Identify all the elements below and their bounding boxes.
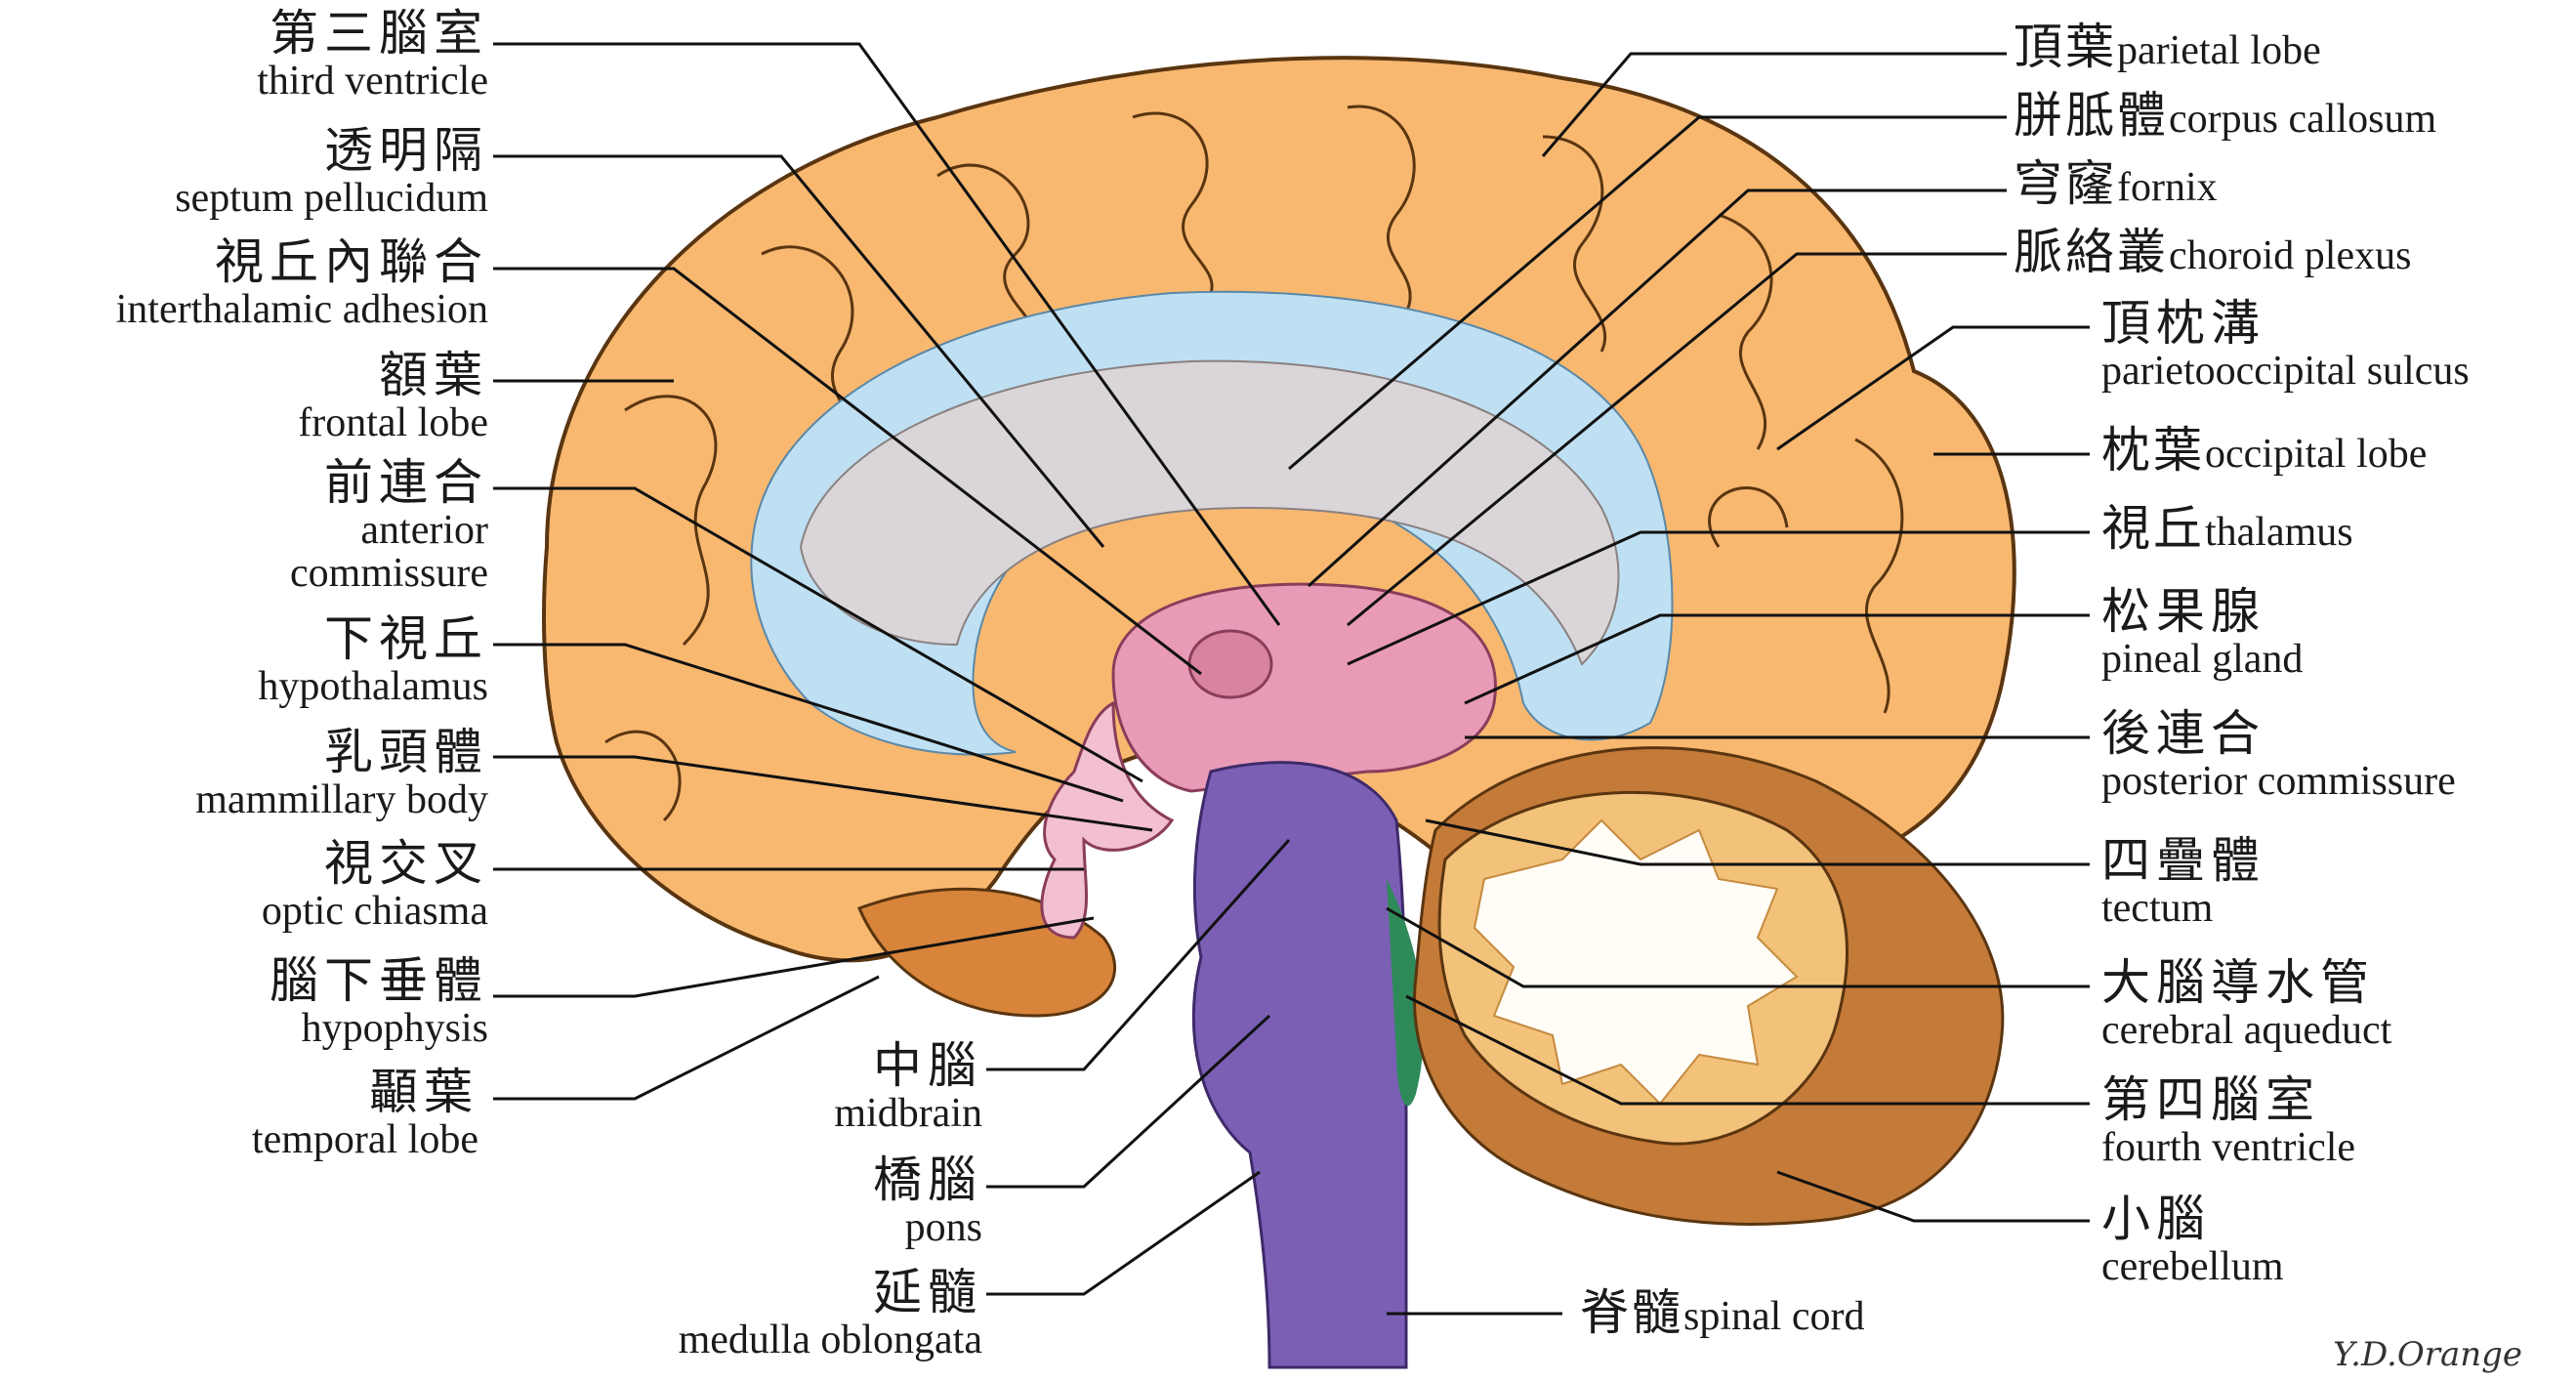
occipital-lobe-zh: 枕葉 <box>2101 422 2205 479</box>
optic-chiasma-en: optic chiasma <box>262 890 488 933</box>
third-ventricle-zh: 第三腦室 <box>257 8 488 60</box>
label-parietooccipital-sulcus: 頂枕溝 parietooccipital sulcus <box>2101 298 2470 393</box>
label-optic-chiasma: 視交叉 optic chiasma <box>262 838 488 933</box>
hypothalamus-en: hypothalamus <box>258 665 488 708</box>
label-cerebellum: 小腦 cerebellum <box>2101 1194 2284 1288</box>
cerebral-aqueduct-zh: 大腦導水管 <box>2101 957 2391 1009</box>
parietal-lobe-en: parietal lobe <box>2117 28 2321 73</box>
fourth-ventricle-zh: 第四腦室 <box>2101 1074 2355 1126</box>
corpus-callosum-en: corpus callosum <box>2169 97 2436 142</box>
pineal-gland-en: pineal gland <box>2101 638 2303 681</box>
parietooccipital-sulcus-zh: 頂枕溝 <box>2101 298 2470 350</box>
choroid-plexus-zh: 脈絡叢 <box>2014 224 2169 280</box>
medulla-oblongata-zh: 延髓 <box>679 1267 982 1319</box>
artist-signature: Y.D.Orange <box>2333 1335 2522 1374</box>
septum-pellucidum-zh: 透明隔 <box>175 125 488 177</box>
frontal-lobe-zh: 額葉 <box>298 350 488 401</box>
label-fourth-ventricle: 第四腦室 fourth ventricle <box>2101 1074 2355 1169</box>
interthalamic-adhesion-en: interthalamic adhesion <box>116 288 488 331</box>
label-third-ventricle: 第三腦室 third ventricle <box>257 8 488 103</box>
thalamus-zh: 視丘 <box>2101 500 2205 557</box>
hypophysis-en: hypophysis <box>270 1007 488 1050</box>
optic-chiasma-zh: 視交叉 <box>262 838 488 890</box>
label-anterior-commissure: 前連合 anterior commissure <box>290 457 488 595</box>
temporal-lobe-zh: 顳葉 <box>252 1067 478 1118</box>
interthalamic-adhesion-zh: 視丘內聯合 <box>116 236 488 288</box>
label-hypothalamus: 下視丘 hypothalamus <box>258 613 488 708</box>
label-septum-pellucidum: 透明隔 septum pellucidum <box>175 125 488 220</box>
label-tectum: 四疊體 tectum <box>2101 835 2265 930</box>
midbrain-zh: 中腦 <box>834 1040 982 1092</box>
septum-pellucidum-en: septum pellucidum <box>175 177 488 220</box>
anterior-commissure-en: anterior <box>290 509 488 552</box>
choroid-plexus-en: choroid plexus <box>2169 233 2411 278</box>
hypophysis-zh: 腦下垂體 <box>270 955 488 1007</box>
label-frontal-lobe: 額葉 frontal lobe <box>298 350 488 444</box>
label-parietal-lobe: 頂葉parietal lobe <box>2014 21 2321 73</box>
hypothalamus-zh: 下視丘 <box>258 613 488 665</box>
thalamus-en: thalamus <box>2205 510 2353 555</box>
parietooccipital-sulcus-en: parietooccipital sulcus <box>2101 350 2470 393</box>
corpus-callosum-zh: 胼胝體 <box>2014 87 2169 144</box>
thalamus-shape <box>1113 584 1495 791</box>
cerebellum-en: cerebellum <box>2101 1245 2284 1288</box>
spinal-cord-zh: 脊髓 <box>1580 1284 1683 1341</box>
tectum-en: tectum <box>2101 887 2265 930</box>
label-posterior-commissure: 後連合 posterior commissure <box>2101 708 2456 803</box>
label-medulla-oblongata: 延髓 medulla oblongata <box>679 1267 982 1361</box>
fornix-zh: 穹窿 <box>2014 155 2117 212</box>
label-temporal-lobe: 顳葉 temporal lobe <box>252 1067 478 1161</box>
cerebral-aqueduct-en: cerebral aqueduct <box>2101 1009 2391 1052</box>
label-cerebral-aqueduct: 大腦導水管 cerebral aqueduct <box>2101 957 2391 1052</box>
label-midbrain: 中腦 midbrain <box>834 1040 982 1135</box>
frontal-lobe-en: frontal lobe <box>298 401 488 444</box>
label-thalamus: 視丘thalamus <box>2101 503 2353 555</box>
third-ventricle-en: third ventricle <box>257 60 488 103</box>
spinal-cord-en: spinal cord <box>1683 1294 1864 1339</box>
label-fornix: 穹窿fornix <box>2014 158 2218 210</box>
posterior-commissure-zh: 後連合 <box>2101 708 2456 760</box>
posterior-commissure-en: posterior commissure <box>2101 760 2456 803</box>
interthalamic-adhesion-shape <box>1189 631 1271 697</box>
brainstem-shape <box>1193 763 1406 1367</box>
label-choroid-plexus: 脈絡叢choroid plexus <box>2014 227 2411 278</box>
occipital-lobe-en: occipital lobe <box>2205 432 2427 477</box>
medulla-oblongata-en: medulla oblongata <box>679 1319 982 1361</box>
label-pons: 橋腦 pons <box>873 1154 982 1249</box>
pons-zh: 橋腦 <box>873 1154 982 1206</box>
mammillary-body-en: mammillary body <box>195 778 488 821</box>
label-pineal-gland: 松果腺 pineal gland <box>2101 586 2303 681</box>
midbrain-en: midbrain <box>834 1092 982 1135</box>
label-occipital-lobe: 枕葉occipital lobe <box>2101 425 2427 477</box>
label-interthalamic-adhesion: 視丘內聯合 interthalamic adhesion <box>116 236 488 331</box>
temporal-lobe-en: temporal lobe <box>252 1118 478 1161</box>
label-mammillary-body: 乳頭體 mammillary body <box>195 727 488 821</box>
label-hypophysis: 腦下垂體 hypophysis <box>270 955 488 1050</box>
cerebellum-zh: 小腦 <box>2101 1194 2284 1245</box>
fourth-ventricle-en: fourth ventricle <box>2101 1126 2355 1169</box>
pineal-gland-zh: 松果腺 <box>2101 586 2303 638</box>
label-spinal-cord: 脊髓spinal cord <box>1580 1287 1864 1339</box>
pons-en: pons <box>873 1206 982 1249</box>
anterior-commissure-zh: 前連合 <box>290 457 488 509</box>
label-corpus-callosum: 胼胝體corpus callosum <box>2014 90 2436 142</box>
fornix-en: fornix <box>2117 165 2218 210</box>
mammillary-body-zh: 乳頭體 <box>195 727 488 778</box>
tectum-zh: 四疊體 <box>2101 835 2265 887</box>
parietal-lobe-zh: 頂葉 <box>2014 19 2117 75</box>
anterior-commissure-en2: commissure <box>290 552 488 595</box>
